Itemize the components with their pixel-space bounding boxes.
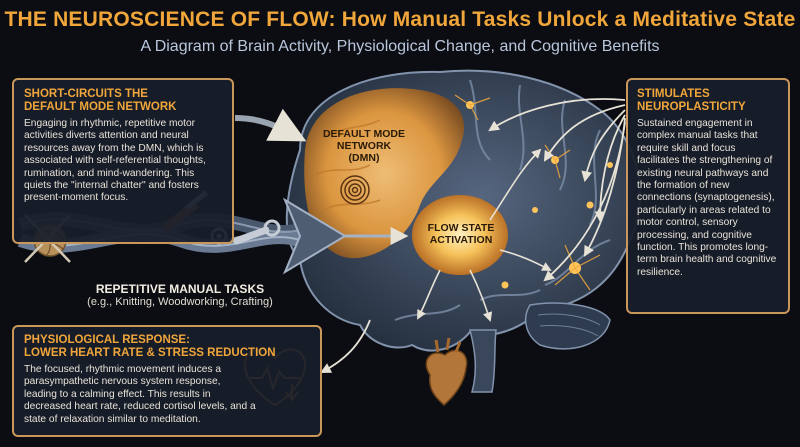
dmn-panel-heading-line1: SHORT-CIRCUITS THE [24, 88, 148, 100]
neuro-panel-heading-line1: STIMULATES [637, 88, 710, 100]
wrench-icon [232, 219, 281, 245]
cerebellum [524, 302, 611, 350]
dmn-region [304, 88, 465, 259]
neuroplasticity-info-panel: STIMULATES NEUROPLASTICITY Sustained eng… [626, 78, 790, 314]
page-subtitle: A Diagram of Brain Activity, Physiologic… [140, 38, 660, 55]
neuroplasticity-arrows [488, 98, 626, 282]
neuro-panel-body: Sustained engagement in complex manual t… [637, 118, 777, 278]
dmn-panel-body: Engaging in rhythmic, repetitive motor a… [24, 118, 206, 204]
dmn-panel-heading-line2: DEFAULT MODE NETWORK [24, 101, 177, 113]
flow-radiating-arrows [417, 148, 552, 322]
flow-state-label: FLOW STATE ACTIVATION [418, 222, 504, 246]
physio-info-panel: PHYSIOLOGICAL RESPONSE: LOWER HEART RATE… [12, 325, 322, 437]
brainstem [469, 329, 497, 393]
dmn-connector-arrow [234, 108, 307, 142]
physio-panel-body: The focused, rhythmic movement induces a… [24, 364, 256, 425]
dmn-info-panel: SHORT-CIRCUITS THE DEFAULT MODE NETWORK … [12, 78, 234, 244]
tasks-examples: (e.g., Knitting, Woodworking, Crafting) [87, 296, 273, 308]
tasks-label: REPETITIVE MANUAL TASKS [95, 282, 265, 296]
flow-state-region [412, 195, 508, 275]
flow-label-line1: FLOW STATE [427, 222, 495, 234]
physio-connector-arrow [320, 319, 371, 373]
flow-label-line2: ACTIVATION [429, 234, 493, 246]
physio-panel-heading-line2: LOWER HEART RATE & STRESS REDUCTION [24, 347, 276, 359]
page-title: THE NEUROSCIENCE OF FLOW: How Manual Tas… [4, 8, 796, 31]
physio-panel-heading-line1: PHYSIOLOGICAL RESPONSE: [24, 334, 190, 346]
dmn-label-line1: DEFAULT MODE [322, 128, 406, 140]
dmn-label: DEFAULT MODE NETWORK (DMN) [318, 128, 410, 164]
dmn-label-line3: (DMN) [348, 152, 380, 164]
spiral-icon [340, 175, 370, 205]
neuro-panel-heading-line2: NEUROPLASTICITY [637, 101, 746, 113]
anatomical-heart-icon [425, 337, 468, 406]
dmn-label-line2: NETWORK [336, 140, 392, 152]
